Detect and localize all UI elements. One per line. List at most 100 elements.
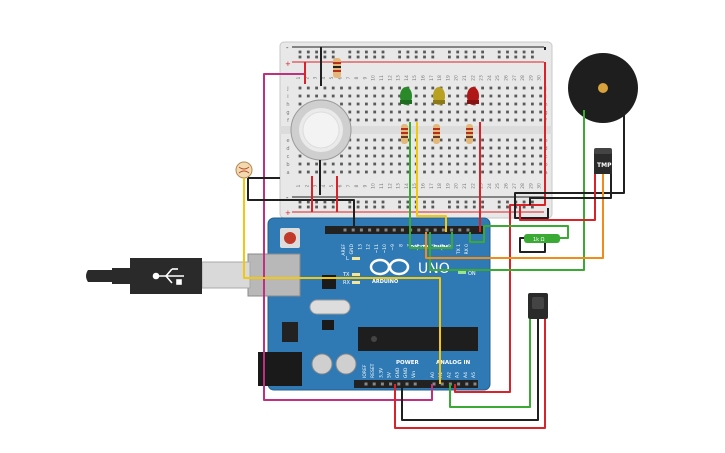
- breadboard-hole[interactable]: [365, 162, 368, 166]
- breadboard-hole[interactable]: [365, 170, 368, 174]
- breadboard-hole[interactable]: [406, 154, 410, 158]
- breadboard-hole[interactable]: [365, 146, 368, 150]
- header-pin[interactable]: [413, 382, 417, 386]
- breadboard-rail-hole[interactable]: [323, 50, 327, 54]
- breadboard-hole[interactable]: [298, 154, 302, 158]
- breadboard-hole[interactable]: [489, 162, 493, 166]
- breadboard-hole[interactable]: [423, 170, 426, 174]
- breadboard-rail-hole[interactable]: [323, 55, 327, 59]
- breadboard-rail-hole[interactable]: [381, 50, 385, 54]
- breadboard-hole[interactable]: [514, 162, 518, 166]
- header-pin[interactable]: [458, 228, 462, 232]
- breadboard-hole[interactable]: [331, 94, 335, 98]
- breadboard-hole[interactable]: [348, 154, 352, 158]
- breadboard-hole[interactable]: [464, 94, 468, 98]
- breadboard-rail-hole[interactable]: [456, 50, 460, 54]
- breadboard-hole[interactable]: [514, 154, 518, 158]
- breadboard-rail-hole[interactable]: [356, 50, 360, 54]
- breadboard-hole[interactable]: [481, 146, 484, 150]
- breadboard-hole[interactable]: [489, 110, 493, 114]
- breadboard-hole[interactable]: [431, 146, 435, 150]
- breadboard-hole[interactable]: [522, 162, 526, 166]
- breadboard-rail-hole[interactable]: [373, 50, 377, 54]
- breadboard-hole[interactable]: [481, 138, 484, 142]
- breadboard-hole[interactable]: [456, 138, 460, 142]
- header-pin[interactable]: [465, 382, 469, 386]
- breadboard-hole[interactable]: [381, 146, 385, 150]
- breadboard-hole[interactable]: [497, 94, 501, 98]
- breadboard-hole[interactable]: [423, 110, 426, 114]
- breadboard-hole[interactable]: [489, 102, 493, 106]
- breadboard-hole[interactable]: [373, 86, 377, 90]
- breadboard-rail-hole[interactable]: [506, 200, 509, 204]
- breadboard-rail-hole[interactable]: [373, 55, 377, 59]
- breadboard-hole[interactable]: [539, 146, 543, 150]
- reset-button[interactable]: [284, 232, 296, 244]
- breadboard-rail-hole[interactable]: [298, 200, 302, 204]
- breadboard-hole[interactable]: [514, 138, 518, 142]
- breadboard-hole[interactable]: [423, 154, 426, 158]
- breadboard-hole[interactable]: [340, 162, 343, 166]
- breadboard-hole[interactable]: [431, 162, 435, 166]
- header-pin[interactable]: [372, 382, 376, 386]
- wire-green-bottom[interactable]: [449, 319, 531, 408]
- breadboard-hole[interactable]: [406, 162, 410, 166]
- breadboard-rail-hole[interactable]: [423, 205, 426, 209]
- breadboard-rail-hole[interactable]: [398, 50, 401, 54]
- breadboard-rail-hole[interactable]: [414, 55, 418, 59]
- breadboard-hole[interactable]: [389, 102, 393, 106]
- breadboard-hole[interactable]: [389, 154, 393, 158]
- gas-sensor[interactable]: [290, 99, 352, 161]
- header-pin[interactable]: [389, 382, 393, 386]
- breadboard-hole[interactable]: [373, 102, 377, 106]
- breadboard-hole[interactable]: [323, 94, 327, 98]
- wire-yellow-ldr[interactable]: [243, 178, 441, 384]
- breadboard-hole[interactable]: [381, 162, 385, 166]
- breadboard-hole[interactable]: [456, 118, 460, 122]
- breadboard-hole[interactable]: [481, 102, 484, 106]
- breadboard-hole[interactable]: [464, 162, 468, 166]
- header-pin[interactable]: [440, 382, 444, 386]
- breadboard-hole[interactable]: [472, 170, 476, 174]
- breadboard-hole[interactable]: [306, 170, 310, 174]
- breadboard-hole[interactable]: [423, 118, 426, 122]
- breadboard-rail-hole[interactable]: [497, 205, 501, 209]
- breadboard-hole[interactable]: [531, 102, 534, 106]
- breadboard-hole[interactable]: [456, 110, 460, 114]
- breadboard-hole[interactable]: [389, 170, 393, 174]
- breadboard-hole[interactable]: [373, 110, 377, 114]
- breadboard-rail-hole[interactable]: [306, 200, 310, 204]
- breadboard-hole[interactable]: [348, 110, 352, 114]
- breadboard-hole[interactable]: [431, 138, 435, 142]
- breadboard-rail-hole[interactable]: [481, 205, 484, 209]
- header-pin[interactable]: [433, 228, 437, 232]
- header-pin[interactable]: [466, 228, 470, 232]
- breadboard-rail-hole[interactable]: [406, 55, 410, 59]
- breadboard-hole[interactable]: [456, 102, 460, 106]
- breadboard-hole[interactable]: [481, 110, 484, 114]
- breadboard-hole[interactable]: [472, 154, 476, 158]
- breadboard-hole[interactable]: [539, 170, 543, 174]
- breadboard-hole[interactable]: [365, 110, 368, 114]
- breadboard-hole[interactable]: [439, 170, 443, 174]
- header-pin[interactable]: [450, 228, 454, 232]
- breadboard-rail-hole[interactable]: [431, 205, 435, 209]
- breadboard-rail-hole[interactable]: [456, 205, 460, 209]
- breadboard-hole[interactable]: [356, 94, 360, 98]
- breadboard-hole[interactable]: [481, 162, 484, 166]
- breadboard-hole[interactable]: [431, 170, 435, 174]
- breadboard-rail-hole[interactable]: [331, 55, 335, 59]
- led-yellow[interactable]: [433, 87, 445, 105]
- breadboard-hole[interactable]: [381, 138, 385, 142]
- breadboard-hole[interactable]: [497, 154, 501, 158]
- breadboard-rail-hole[interactable]: [298, 55, 302, 59]
- sensor-module[interactable]: [528, 293, 548, 319]
- breadboard-hole[interactable]: [489, 170, 493, 174]
- breadboard-hole[interactable]: [389, 94, 393, 98]
- breadboard-hole[interactable]: [389, 138, 393, 142]
- breadboard-rail-hole[interactable]: [298, 50, 302, 54]
- breadboard-rail-hole[interactable]: [531, 200, 534, 204]
- breadboard-rail-hole[interactable]: [331, 200, 335, 204]
- breadboard-hole[interactable]: [489, 118, 493, 122]
- breadboard-rail-hole[interactable]: [506, 55, 509, 59]
